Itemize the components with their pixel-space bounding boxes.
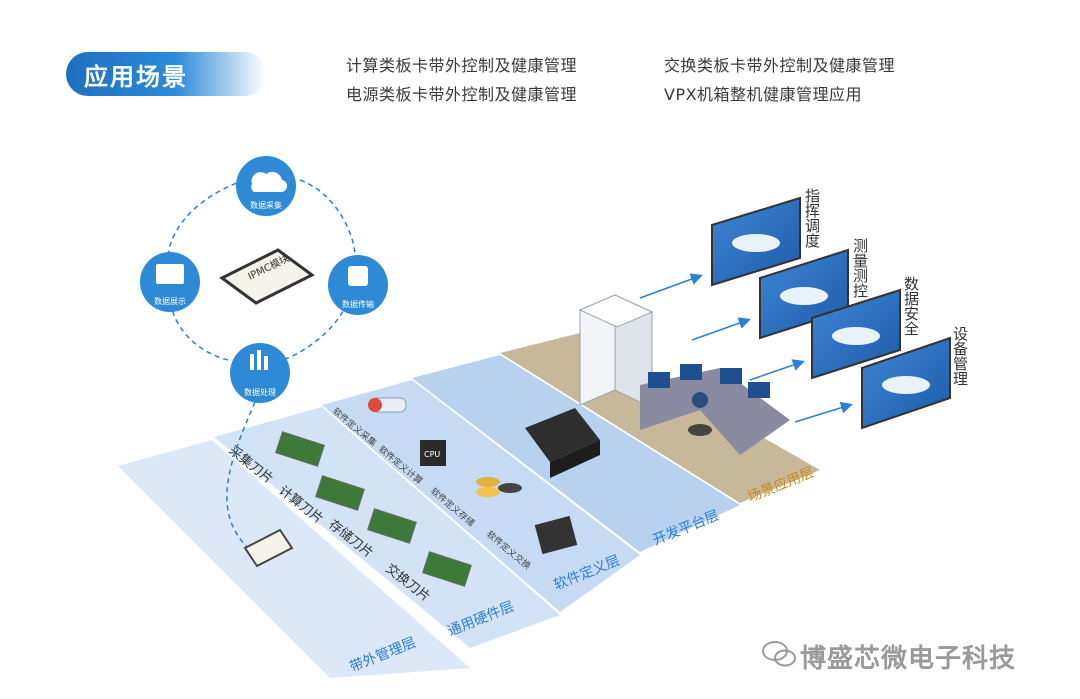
arrow-to-screen-4	[794, 401, 853, 423]
ipmc-chip: IPMC模块	[219, 248, 315, 305]
screen-command: 指挥调度	[711, 188, 821, 287]
node-transmit: 数据传输	[328, 255, 388, 315]
arrow-to-screen-1	[639, 273, 703, 299]
app-item-compute: 计算类板卡带外控制及健康管理	[346, 56, 578, 75]
diagram-label: CPU	[424, 450, 440, 459]
screen-device: 设备管理	[861, 326, 969, 430]
diagram-label: 数据采集	[250, 200, 282, 210]
layer-oob	[118, 440, 470, 678]
diagram-label: 设备管理	[951, 326, 969, 386]
wechat-icon	[762, 641, 796, 667]
watermark: 博盛芯微电子科技	[800, 644, 1017, 674]
oob-chip	[243, 528, 294, 568]
dev-chassis	[525, 408, 600, 478]
server-racks	[578, 294, 654, 409]
title-pill	[66, 52, 266, 96]
node-display: 数据展示	[140, 252, 200, 312]
node-process: 数据处理	[230, 343, 290, 403]
diagram-label: 指挥调度	[803, 188, 821, 248]
page-title: 应用场景	[84, 63, 188, 91]
app-item-switch: 交换类板卡带外控制及健康管理	[664, 56, 896, 75]
screen-security: 数据安全	[811, 276, 920, 380]
diagram-label: 测量测控	[851, 238, 869, 299]
cycle-down-path	[226, 401, 256, 549]
diagram-label: 数据处理	[244, 387, 276, 397]
app-item-vpx: VPX机箱整机健康管理应用	[664, 85, 863, 104]
diagram-label: 数据展示	[154, 296, 186, 306]
arrow-to-screen-2	[691, 317, 751, 341]
diagram-label: 数据安全	[902, 276, 920, 336]
arrow-to-screen-3	[749, 359, 805, 381]
node-collect: 数据采集	[236, 156, 296, 216]
diagram-label: 数据传输	[342, 299, 374, 309]
operator-console	[640, 364, 790, 455]
cycle-path	[168, 174, 356, 361]
app-item-power: 电源类板卡带外控制及健康管理	[346, 85, 578, 104]
